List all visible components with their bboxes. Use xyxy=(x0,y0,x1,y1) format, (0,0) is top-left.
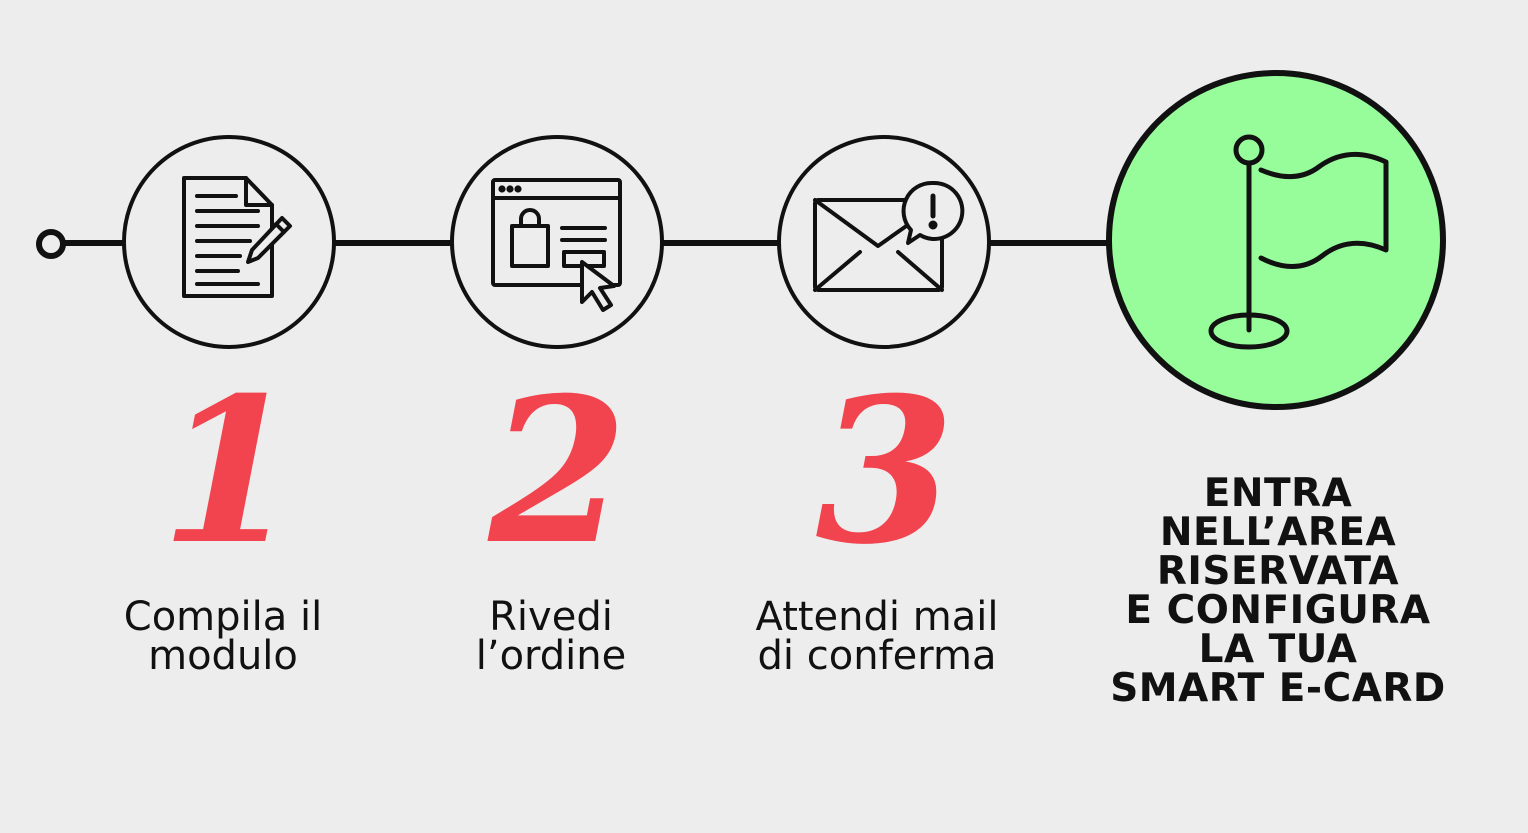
step-1-number: 1 xyxy=(160,354,299,589)
step-3-number: 3 xyxy=(815,354,954,589)
final-line-2: NELL’AREA xyxy=(1159,510,1397,555)
step-2-label-line1: Rivedi xyxy=(489,594,613,640)
step-2-label-line2: l’ordine xyxy=(475,633,627,679)
step-3-label-line2: di conferma xyxy=(757,633,997,679)
step-1-label: Compila il modulo xyxy=(63,594,383,679)
final-circle xyxy=(1106,70,1446,410)
final-line-1: ENTRA xyxy=(1203,471,1353,516)
document-pencil-icon xyxy=(182,176,292,298)
final-line-5: LA TUA xyxy=(1198,627,1358,672)
step-2-circle xyxy=(450,135,664,349)
flag-icon xyxy=(1208,134,1389,350)
step-1-label-line2: modulo xyxy=(148,633,298,679)
final-line-6: SMART E-CARD xyxy=(1110,666,1446,711)
final-step-text: ENTRA NELL’AREA RISERVATA E CONFIGURA LA… xyxy=(1078,474,1478,708)
timeline-start-dot xyxy=(36,229,66,259)
step-2-label: Rivedi l’ordine xyxy=(391,594,711,679)
step-1-label-line1: Compila il xyxy=(123,594,323,640)
final-line-4: E CONFIGURA xyxy=(1125,588,1431,633)
browser-shopping-cursor-icon xyxy=(491,178,622,312)
envelope-alert-icon xyxy=(813,180,965,292)
final-line-3: RISERVATA xyxy=(1156,549,1400,594)
step-3-label: Attendi mail di conferma xyxy=(717,594,1037,679)
step-3-label-line1: Attendi mail xyxy=(755,594,999,640)
step-2-number: 2 xyxy=(488,354,627,589)
